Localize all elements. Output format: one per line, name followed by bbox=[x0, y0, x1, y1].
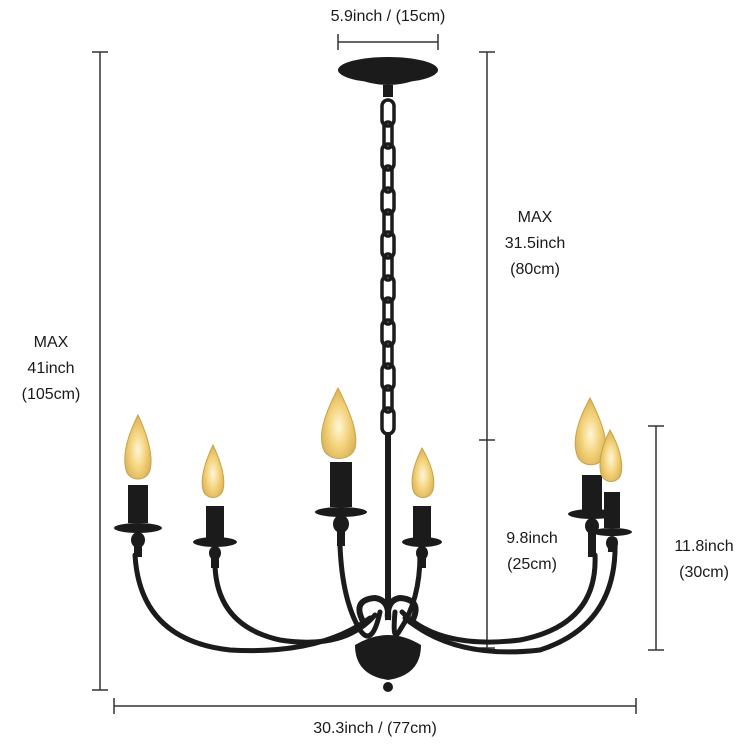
arms bbox=[132, 537, 618, 655]
bulb bbox=[411, 446, 435, 498]
body-height-line2: (25cm) bbox=[507, 556, 557, 573]
bulb bbox=[320, 386, 357, 459]
center-rod bbox=[385, 432, 391, 612]
max-chain-line2: 31.5inch bbox=[504, 235, 566, 252]
max-chain-line1: MAX bbox=[517, 209, 553, 226]
max-total-label: MAX 41inch (105cm) bbox=[8, 330, 94, 408]
bulb bbox=[574, 396, 607, 466]
full-height-label: 11.8inch (30cm) bbox=[662, 534, 746, 586]
candle-holder bbox=[114, 485, 162, 557]
bulb bbox=[124, 413, 152, 480]
candle-holder bbox=[402, 506, 442, 568]
bulb bbox=[599, 428, 623, 482]
ceiling-canopy bbox=[338, 57, 438, 97]
center-curls bbox=[356, 594, 419, 627]
full-height-line1: 11.8inch bbox=[674, 538, 734, 555]
candle-holder bbox=[193, 506, 237, 568]
canopy-width-label: 5.9inch / (15cm) bbox=[330, 8, 446, 25]
body-height-label: 9.8inch (25cm) bbox=[492, 526, 572, 578]
candle-holder bbox=[592, 492, 632, 552]
width-label: 30.3inch / (77cm) bbox=[313, 720, 437, 737]
full-height-line2: (30cm) bbox=[679, 564, 729, 581]
body-height-line1: 9.8inch bbox=[506, 530, 558, 547]
bulbs bbox=[124, 386, 623, 498]
bulb bbox=[201, 443, 225, 498]
chain bbox=[380, 98, 396, 436]
chandelier bbox=[114, 57, 632, 692]
max-total-line1: MAX bbox=[33, 334, 69, 351]
max-chain-line3: (80cm) bbox=[510, 261, 560, 278]
bottom-bowl bbox=[355, 635, 421, 692]
max-total-line2: 41inch bbox=[27, 360, 75, 377]
max-chain-label: MAX 31.5inch (80cm) bbox=[492, 205, 578, 283]
max-total-line3: (105cm) bbox=[21, 386, 81, 403]
candle-holder bbox=[315, 462, 367, 546]
dimension-lines bbox=[92, 34, 664, 714]
